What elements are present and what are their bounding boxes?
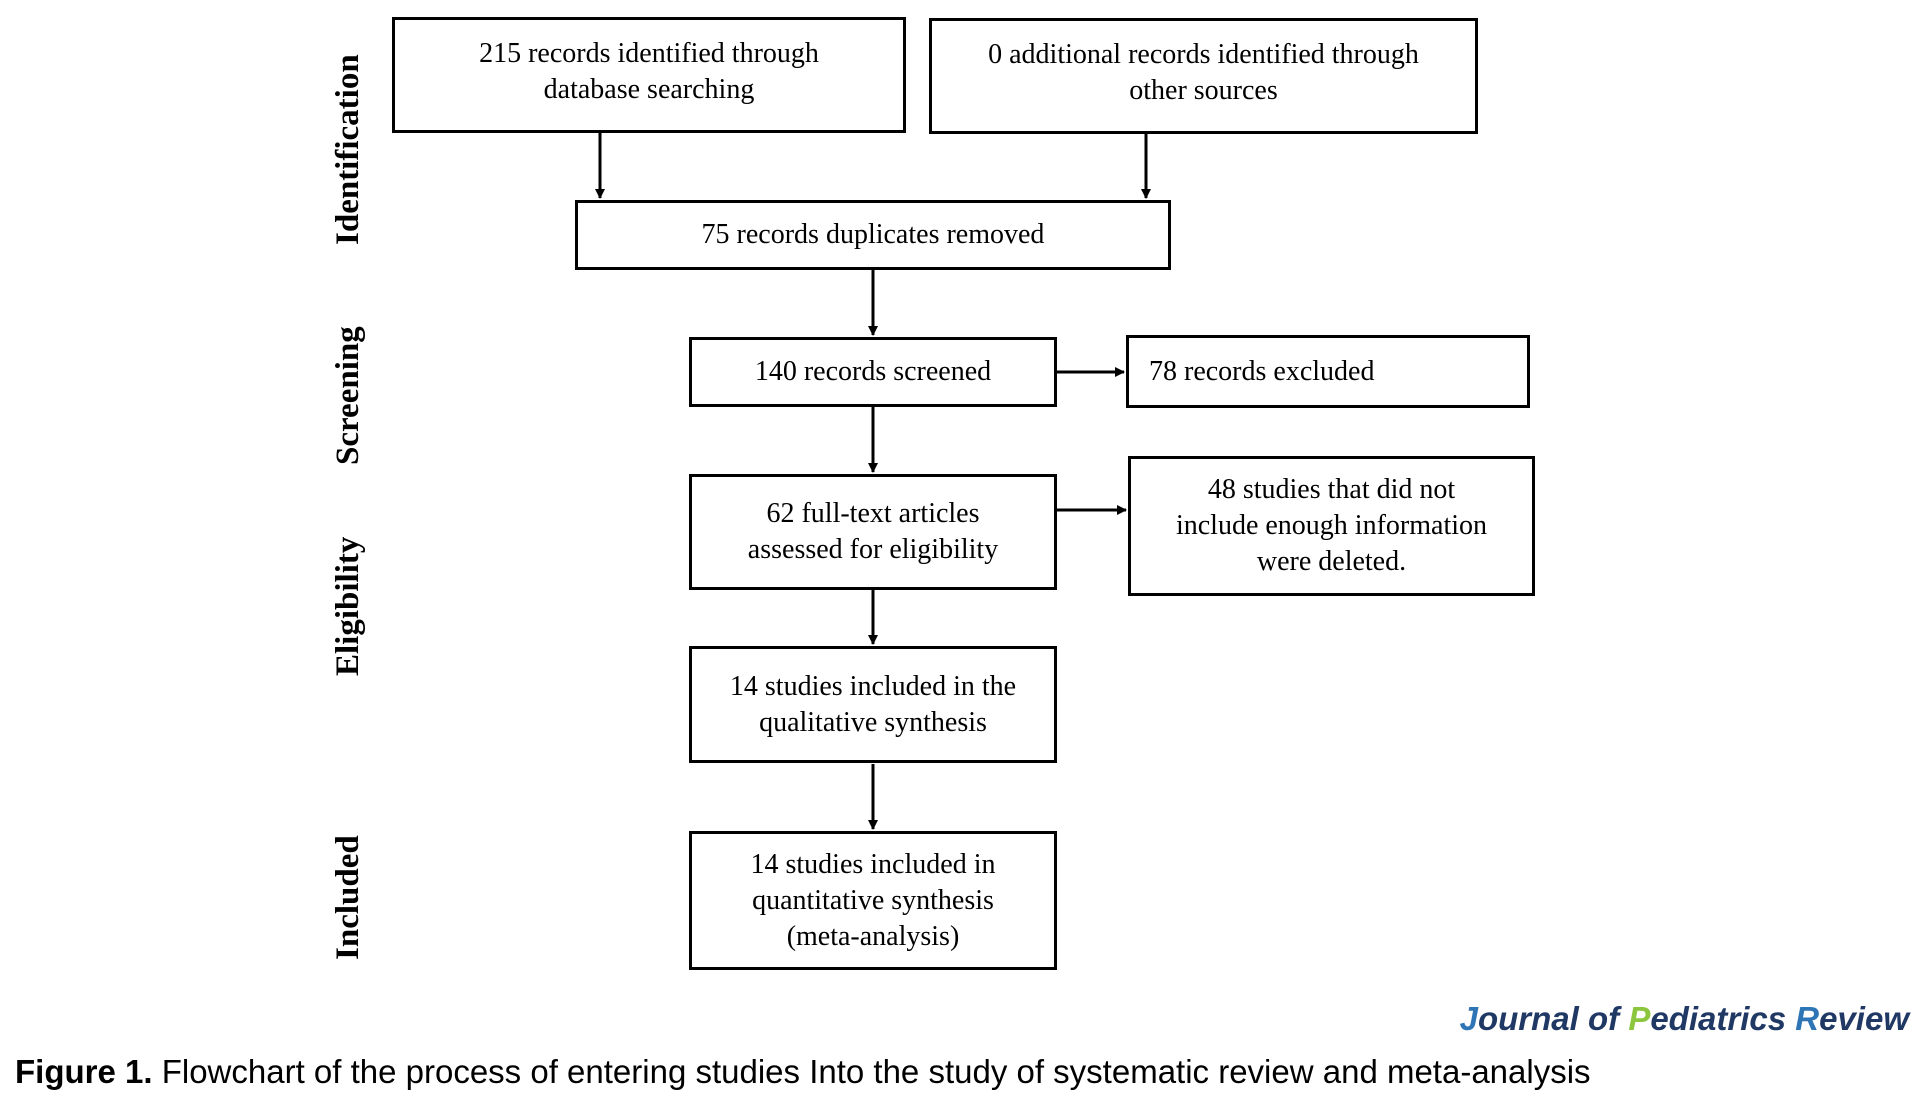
box-fulltext-assessed: 62 full-text articles assessed for eligi… [689, 474, 1057, 590]
journal-text: ournal of [1477, 1000, 1629, 1037]
box-studies-deleted: 48 studies that did not include enough i… [1128, 456, 1535, 596]
box-other-sources: 0 additional records identified through … [929, 18, 1478, 134]
journal-text: eview [1819, 1000, 1909, 1037]
box-database-records: 215 records identified through database … [392, 17, 906, 133]
journal-name: Journal of Pediatrics Review [1460, 1000, 1909, 1038]
journal-initial: J [1459, 1000, 1478, 1037]
box-line: 14 studies included in the [729, 670, 1017, 702]
caption-label: Figure 1. [15, 1053, 153, 1090]
journal-initial: P [1628, 1000, 1651, 1037]
caption-text: Flowchart of the process of entering stu… [152, 1053, 1591, 1090]
box-line: (meta-analysis) [786, 920, 960, 952]
box-line: database searching [543, 74, 755, 105]
box-records-excluded: 78 records excluded [1126, 335, 1530, 408]
box-qualitative-synthesis: 14 studies included in the qualitative s… [689, 646, 1057, 763]
box-line: 78 records excluded [1149, 355, 1375, 387]
box-quantitative-synthesis: 14 studies included in quantitative synt… [689, 831, 1057, 970]
box-line: 0 additional records identified through [988, 39, 1419, 70]
box-line: 140 records screened [754, 356, 992, 387]
box-records-screened: 140 records screened [689, 337, 1057, 407]
box-line: 75 records duplicates removed [701, 219, 1045, 250]
journal-initial: R [1795, 1000, 1820, 1037]
box-line: qualitative synthesis [759, 706, 987, 738]
box-line: 14 studies included in [750, 848, 996, 880]
box-line: 62 full-text articles [766, 498, 980, 529]
box-line: were deleted. [1256, 546, 1407, 577]
journal-text: ediatrics [1650, 1000, 1796, 1037]
box-duplicates-removed: 75 records duplicates removed [575, 200, 1171, 270]
figure-caption: Figure 1. Flowchart of the process of en… [15, 1053, 1591, 1091]
box-line: quantitative synthesis [752, 884, 994, 916]
box-line: 215 records identified through [479, 38, 819, 69]
box-line: other sources [1129, 75, 1278, 106]
box-line: 48 studies that did not [1207, 474, 1456, 505]
box-line: assessed for eligibility [747, 534, 999, 565]
box-line: include enough information [1175, 510, 1488, 541]
